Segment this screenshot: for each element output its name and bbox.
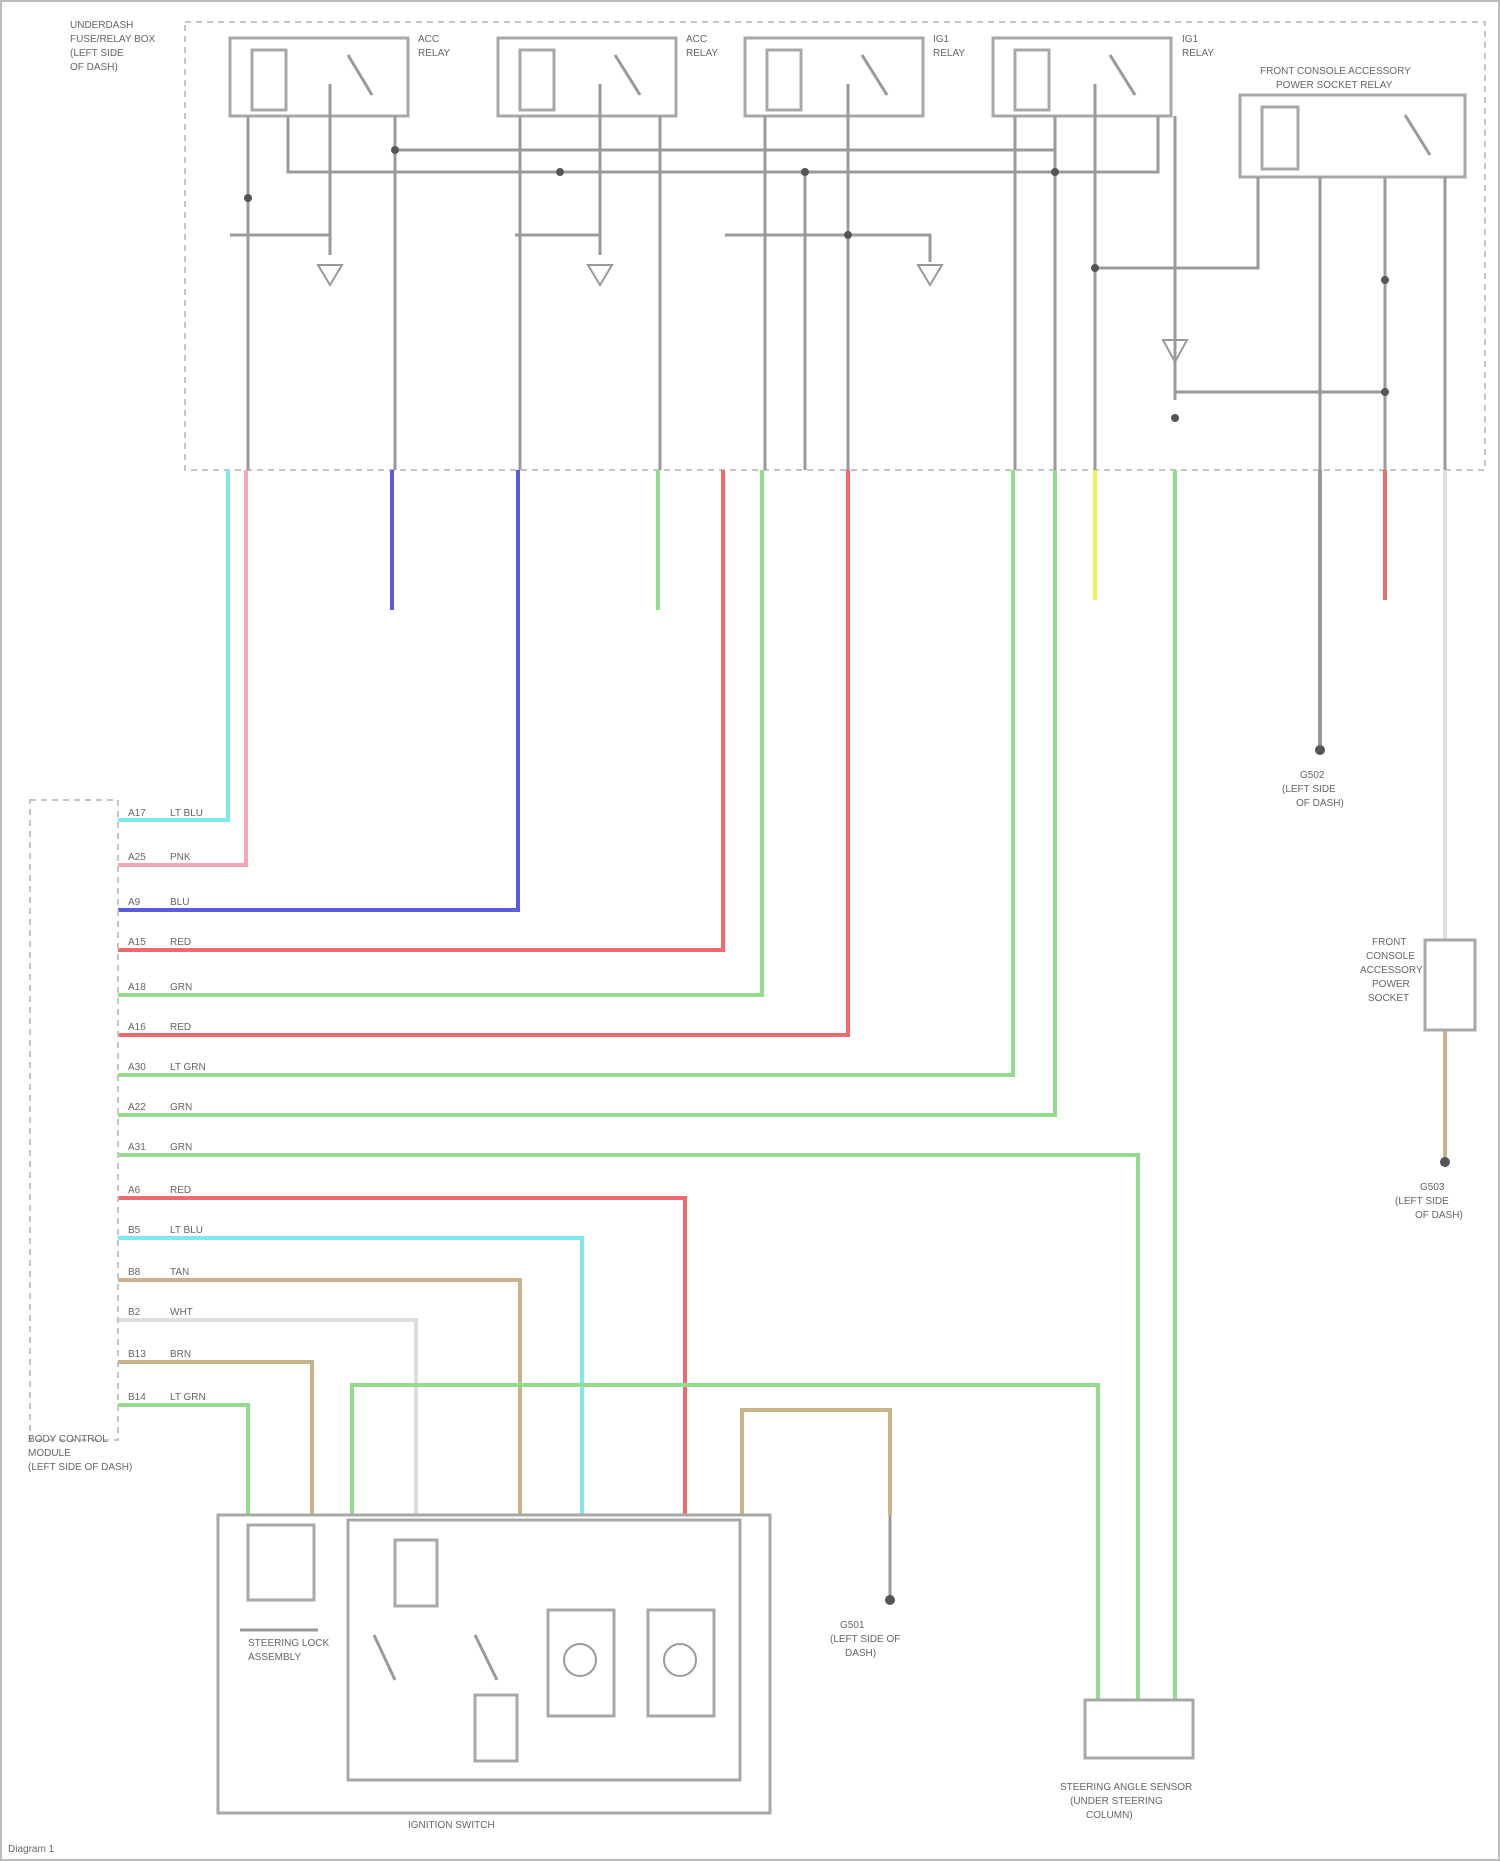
svg-text:B13: B13 bbox=[128, 1349, 146, 1360]
svg-text:RELAY: RELAY bbox=[686, 48, 718, 59]
svg-text:A18: A18 bbox=[128, 982, 146, 993]
svg-text:(LEFT SIDE: (LEFT SIDE bbox=[1282, 784, 1336, 795]
svg-text:POWER SOCKET RELAY: POWER SOCKET RELAY bbox=[1276, 80, 1393, 91]
relay-3: IG1 RELAY bbox=[745, 34, 965, 116]
svg-text:PNK: PNK bbox=[170, 852, 191, 863]
svg-text:RELAY: RELAY bbox=[933, 48, 965, 59]
svg-text:(LEFT SIDE OF: (LEFT SIDE OF bbox=[830, 1634, 900, 1645]
svg-text:A16: A16 bbox=[128, 1022, 146, 1033]
svg-text:OF DASH): OF DASH) bbox=[1415, 1210, 1463, 1221]
svg-text:WHT: WHT bbox=[170, 1307, 193, 1318]
svg-text:(LEFT SIDE: (LEFT SIDE bbox=[1395, 1196, 1449, 1207]
svg-text:BRN: BRN bbox=[170, 1349, 191, 1360]
front-console-relay: FRONT CONSOLE ACCESSORY POWER SOCKET REL… bbox=[1240, 66, 1465, 177]
svg-text:MODULE: MODULE bbox=[28, 1448, 71, 1459]
svg-text:OF DASH): OF DASH) bbox=[70, 62, 118, 73]
svg-text:BODY CONTROL: BODY CONTROL bbox=[28, 1434, 108, 1445]
steering-angle-sensor: STEERING ANGLE SENSOR (UNDER STEERING CO… bbox=[1060, 1700, 1193, 1821]
svg-text:BLU: BLU bbox=[170, 897, 189, 908]
footer-text: Diagram 1 bbox=[8, 1844, 55, 1855]
svg-text:A22: A22 bbox=[128, 1102, 146, 1113]
svg-text:G502: G502 bbox=[1300, 770, 1325, 781]
svg-text:G501: G501 bbox=[840, 1620, 865, 1631]
relay-4: IG1 RELAY bbox=[993, 34, 1214, 116]
svg-text:IG1: IG1 bbox=[1182, 34, 1199, 45]
relay-2: ACC RELAY bbox=[498, 34, 718, 116]
svg-text:(LEFT SIDE OF DASH): (LEFT SIDE OF DASH) bbox=[28, 1462, 132, 1473]
svg-text:B8: B8 bbox=[128, 1267, 141, 1278]
svg-text:FUSE/RELAY BOX: FUSE/RELAY BOX bbox=[70, 34, 156, 45]
svg-text:TAN: TAN bbox=[170, 1267, 189, 1278]
svg-text:RED: RED bbox=[170, 1022, 191, 1033]
svg-text:G503: G503 bbox=[1420, 1182, 1445, 1193]
svg-text:LT BLU: LT BLU bbox=[170, 808, 203, 819]
svg-text:LT GRN: LT GRN bbox=[170, 1062, 206, 1073]
svg-text:DASH): DASH) bbox=[845, 1648, 876, 1659]
svg-text:ACCESSORY: ACCESSORY bbox=[1360, 965, 1423, 976]
svg-text:A30: A30 bbox=[128, 1062, 146, 1073]
svg-text:(LEFT SIDE: (LEFT SIDE bbox=[70, 48, 124, 59]
svg-text:B2: B2 bbox=[128, 1307, 141, 1318]
svg-text:GRN: GRN bbox=[170, 982, 192, 993]
svg-text:(UNDER STEERING: (UNDER STEERING bbox=[1070, 1796, 1163, 1807]
ground-icon: G501 (LEFT SIDE OF DASH) G502 (LEFT SIDE… bbox=[830, 745, 1463, 1659]
svg-text:UNDERDASH: UNDERDASH bbox=[70, 20, 133, 31]
svg-text:A17: A17 bbox=[128, 808, 146, 819]
svg-text:POWER: POWER bbox=[1372, 979, 1410, 990]
body-control-module: BODY CONTROL MODULE (LEFT SIDE OF DASH) bbox=[28, 800, 132, 1473]
underdash-fuse-box-label: UNDERDASH FUSE/RELAY BOX (LEFT SIDE OF D… bbox=[70, 20, 156, 73]
svg-text:B5: B5 bbox=[128, 1225, 141, 1236]
svg-text:CONSOLE: CONSOLE bbox=[1366, 951, 1415, 962]
svg-text:COLUMN): COLUMN) bbox=[1086, 1810, 1133, 1821]
svg-text:FRONT: FRONT bbox=[1372, 937, 1406, 948]
svg-text:RELAY: RELAY bbox=[1182, 48, 1214, 59]
svg-text:LT BLU: LT BLU bbox=[170, 1225, 203, 1236]
fuse-icon bbox=[318, 265, 1187, 362]
svg-text:A9: A9 bbox=[128, 897, 141, 908]
svg-text:A6: A6 bbox=[128, 1185, 141, 1196]
svg-text:A31: A31 bbox=[128, 1142, 146, 1153]
svg-text:A25: A25 bbox=[128, 852, 146, 863]
relay-1: ACC RELAY bbox=[230, 34, 450, 116]
svg-text:SOCKET: SOCKET bbox=[1368, 993, 1409, 1004]
svg-text:STEERING ANGLE SENSOR: STEERING ANGLE SENSOR bbox=[1060, 1782, 1192, 1793]
svg-text:GRN: GRN bbox=[170, 1102, 192, 1113]
svg-text:STEERING LOCK: STEERING LOCK bbox=[248, 1638, 329, 1649]
svg-text:B14: B14 bbox=[128, 1392, 146, 1403]
svg-text:IG1: IG1 bbox=[933, 34, 950, 45]
svg-text:ASSEMBLY: ASSEMBLY bbox=[248, 1652, 301, 1663]
svg-text:RED: RED bbox=[170, 1185, 191, 1196]
svg-text:OF DASH): OF DASH) bbox=[1296, 798, 1344, 809]
svg-text:LT GRN: LT GRN bbox=[170, 1392, 206, 1403]
svg-text:FRONT CONSOLE ACCESSORY: FRONT CONSOLE ACCESSORY bbox=[1260, 66, 1411, 77]
svg-text:ACC: ACC bbox=[686, 34, 707, 45]
svg-text:GRN: GRN bbox=[170, 1142, 192, 1153]
svg-text:A15: A15 bbox=[128, 937, 146, 948]
front-console-socket: FRONT CONSOLE ACCESSORY POWER SOCKET bbox=[1360, 937, 1475, 1030]
svg-text:ACC: ACC bbox=[418, 34, 439, 45]
ignition-switch: IGNITION SWITCH STEERING LOCK ASSEMBLY bbox=[218, 1515, 770, 1831]
svg-text:RED: RED bbox=[170, 937, 191, 948]
svg-text:RELAY: RELAY bbox=[418, 48, 450, 59]
svg-text:IGNITION SWITCH: IGNITION SWITCH bbox=[408, 1820, 495, 1831]
